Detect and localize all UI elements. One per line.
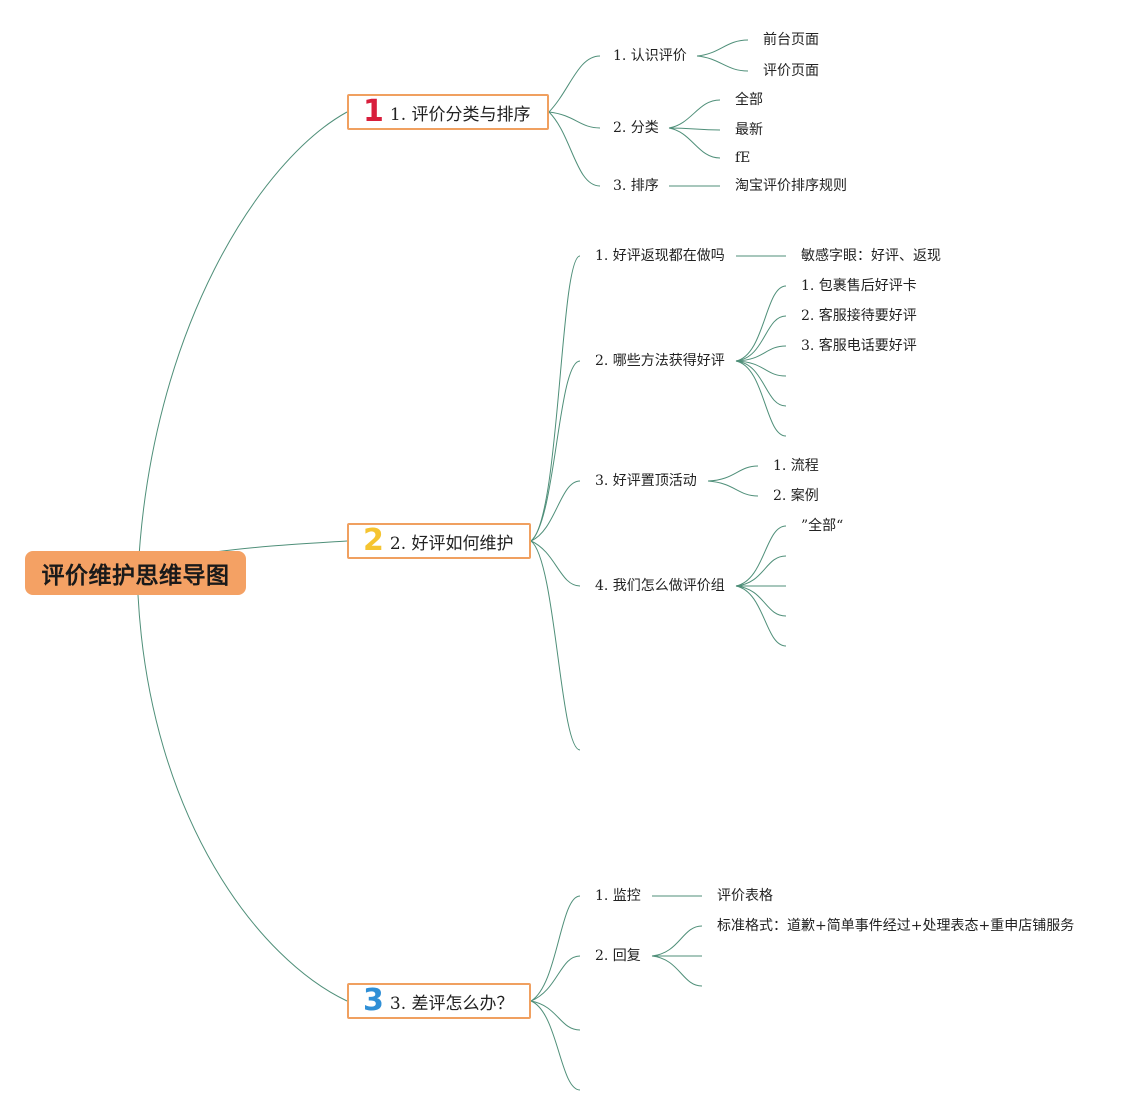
edge-b2t4-c2 xyxy=(735,555,787,587)
branch-1-box[interactable]: 1 1. 评价分类与排序 xyxy=(347,94,549,130)
subtopic-label[interactable]: 3. 客服电话要好评 xyxy=(801,338,917,354)
topic-label[interactable]: 3. 排序 xyxy=(613,178,659,194)
edge-b1-t2 xyxy=(548,111,601,129)
subtopic-label[interactable]: 最新 xyxy=(735,122,763,138)
number-one-icon: 1 xyxy=(363,94,384,129)
subtopic-label[interactable]: 淘宝评价排序规则 xyxy=(735,178,847,194)
edge-b1t2-c1 xyxy=(668,99,721,129)
edge-b2t2-c4 xyxy=(735,360,787,377)
edge-b2t4-c4 xyxy=(735,585,787,617)
topic-label[interactable]: 1. 好评返现都在做吗 xyxy=(595,248,725,264)
topic-label[interactable]: 2. 回复 xyxy=(595,948,641,964)
edge-b2t2-c3 xyxy=(735,345,787,362)
edge-root-branch3 xyxy=(137,594,348,1002)
subtopic-label[interactable]: 全部 xyxy=(735,92,763,108)
number-two-icon: 2 xyxy=(363,523,384,558)
subtopic-label[interactable]: 标准格式：道歉+简单事件经过+处理表态+重申店铺服务 xyxy=(717,918,1075,934)
subtopic-label[interactable]: 评价表格 xyxy=(717,888,773,904)
topic-label[interactable]: 2. 哪些方法获得好评 xyxy=(595,353,725,369)
branch-1-title: 1. 评价分类与排序 xyxy=(389,104,531,125)
edge-b3-t2 xyxy=(530,955,581,1002)
edge-b3-t1 xyxy=(530,895,581,1002)
topic-label[interactable]: 2. 分类 xyxy=(613,120,659,136)
edge-root-branch2 xyxy=(214,540,348,553)
root-topic[interactable]: 评价维护思维导图 xyxy=(25,551,246,595)
edge-b1t2-c3 xyxy=(668,127,721,159)
edge-b2-t3 xyxy=(530,480,581,542)
edge-b1t1-c2 xyxy=(696,55,749,72)
edge-b2t3-c1 xyxy=(707,465,759,482)
edge-b3-t4 xyxy=(530,1000,581,1091)
subtopic-label[interactable]: 1. 流程 xyxy=(773,458,819,474)
edge-b2-t1 xyxy=(530,255,581,542)
edge-root-branch1 xyxy=(137,111,348,574)
edge-b2-t4 xyxy=(530,540,581,587)
edge-b3-t3 xyxy=(530,1000,581,1031)
edge-b2t4-c5 xyxy=(735,585,787,647)
edge-b2t2-c6 xyxy=(735,360,787,437)
topic-label[interactable]: 1. 监控 xyxy=(595,888,641,904)
edge-b2t2-c5 xyxy=(735,360,787,407)
edge-b3t2-c3 xyxy=(651,955,703,987)
subtopic-label[interactable]: 敏感字眼：好评、返现 xyxy=(801,248,941,264)
topic-label[interactable]: 1. 认识评价 xyxy=(613,48,687,64)
subtopic-label[interactable]: 2. 客服接待要好评 xyxy=(801,308,917,324)
edge-b2t2-c2 xyxy=(735,315,787,362)
branch-3-box[interactable]: 3 3. 差评怎么办？ xyxy=(347,983,531,1019)
edge-b2t2-c1 xyxy=(735,285,787,362)
subtopic-label[interactable]: fE xyxy=(735,150,751,166)
edge-b3t2-c1 xyxy=(651,925,703,957)
topic-label[interactable]: 4. 我们怎么做评价组 xyxy=(595,578,725,594)
subtopic-label[interactable]: ”全部“ xyxy=(801,518,844,534)
edge-b1t2-c2 xyxy=(668,127,721,131)
edge-b1-t1 xyxy=(548,55,601,113)
number-three-icon: 3 xyxy=(363,983,384,1018)
branch-2-box[interactable]: 2 2. 好评如何维护 xyxy=(347,523,531,559)
topic-label[interactable]: 3. 好评置顶活动 xyxy=(595,473,697,489)
branch-3-title: 3. 差评怎么办？ xyxy=(389,993,514,1014)
subtopic-label[interactable]: 评价页面 xyxy=(763,63,819,79)
subtopic-label[interactable]: 前台页面 xyxy=(763,32,819,48)
edge-b2-t2 xyxy=(530,360,581,542)
subtopic-label[interactable]: 1. 包裹售后好评卡 xyxy=(801,278,917,294)
edge-b2t4-c1 xyxy=(735,525,787,587)
branch-2-title: 2. 好评如何维护 xyxy=(389,533,514,554)
edge-b1-t3 xyxy=(548,111,601,187)
edge-b2-t5 xyxy=(530,540,581,751)
subtopic-label[interactable]: 2. 案例 xyxy=(773,488,819,504)
edge-b2t3-c2 xyxy=(707,480,759,497)
edge-b1t1-c1 xyxy=(696,39,749,57)
